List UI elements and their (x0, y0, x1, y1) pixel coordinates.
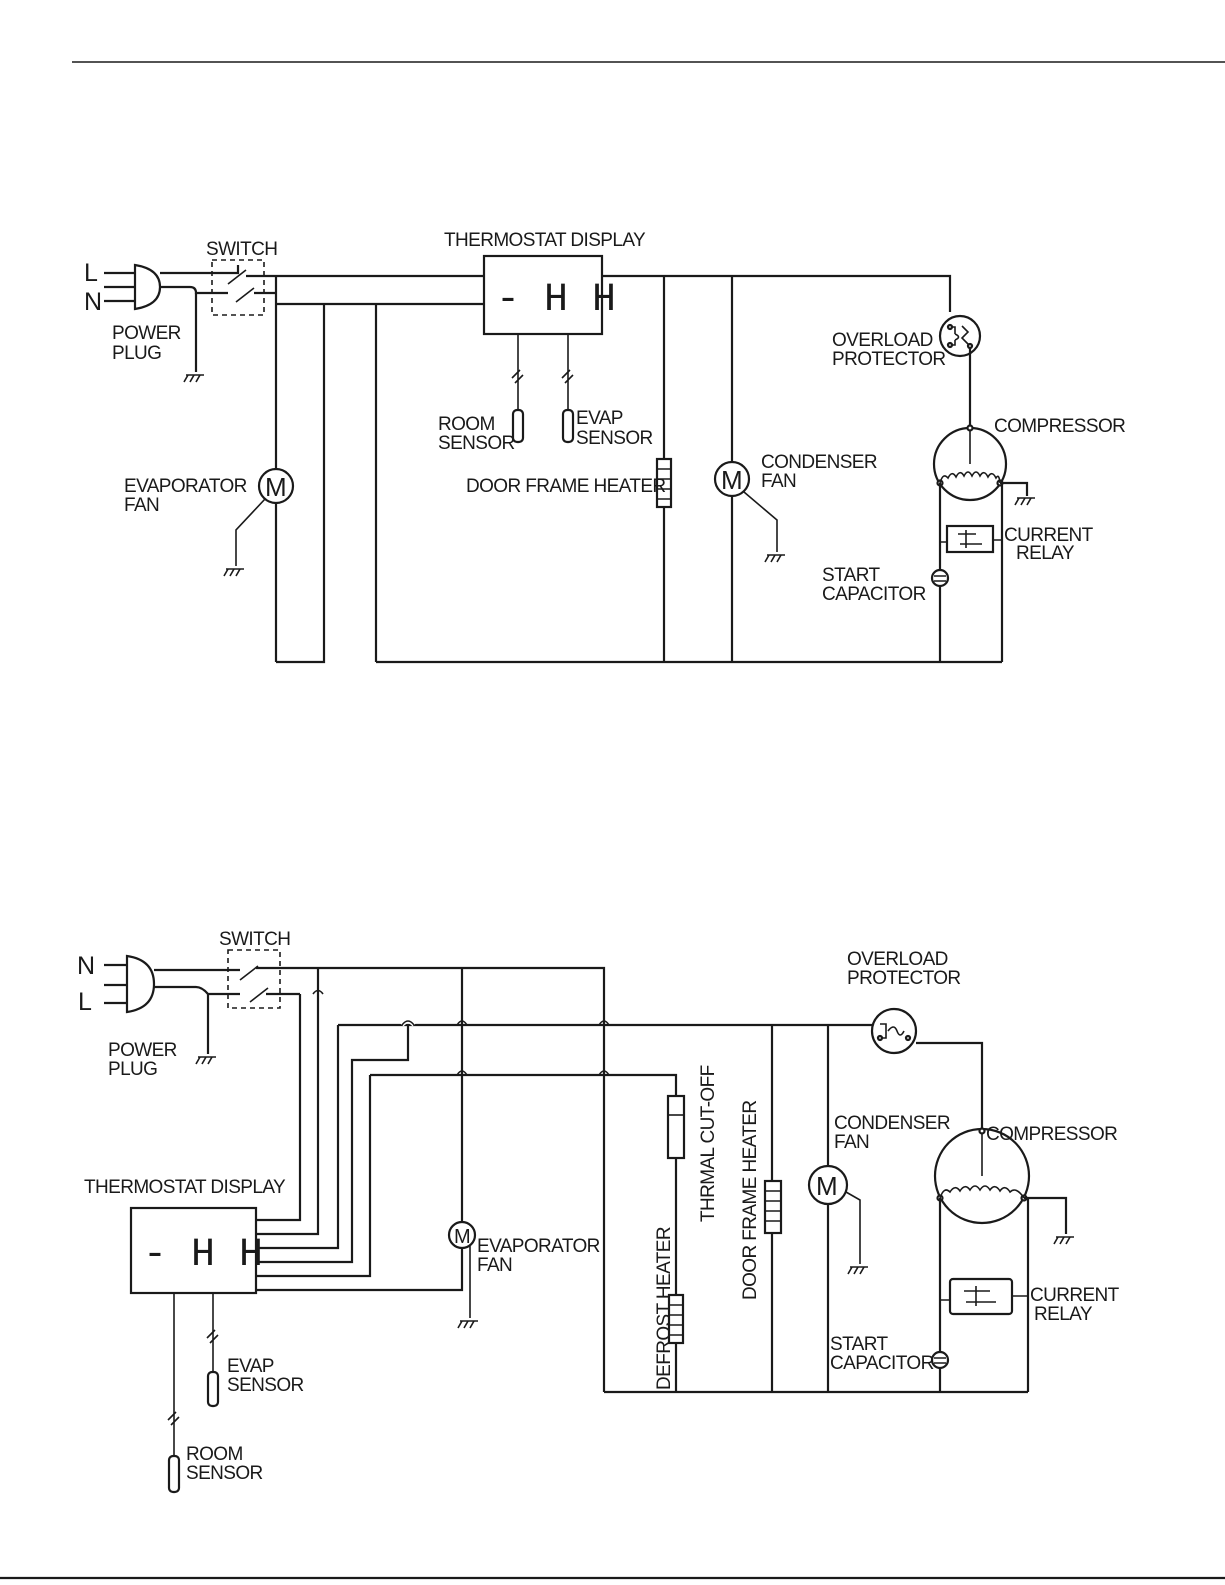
label-room-sensor-2b: SENSOR (186, 1463, 263, 1484)
ground-symbol (847, 1266, 868, 1275)
motor-label-1: M (265, 472, 287, 502)
overload-protector-2 (870, 1007, 918, 1055)
label-door-frame-heater-1: DOOR FRAME HEATER (466, 476, 666, 497)
label-n-1: N (84, 288, 102, 316)
room-sensor-1 (511, 408, 525, 444)
motor-label-2: M (454, 1226, 471, 1248)
label-room-sensor-2a: ROOM (186, 1444, 243, 1465)
label-compressor-2: COMPRESSOR (986, 1124, 1117, 1145)
label-start-capacitor-2a: START (830, 1334, 889, 1355)
label-room-sensor-1b: SENSOR (438, 433, 515, 454)
motor-label-1b: M (721, 465, 743, 495)
ground-symbol (1014, 497, 1035, 506)
label-condenser-fan-2a: CONDENSER (834, 1113, 950, 1134)
label-overload-protector-2a: OVERLOAD (847, 949, 948, 970)
label-thermal-cutoff-2: THRMAL CUT-OFF (698, 1065, 719, 1222)
label-switch-2: SWITCH (219, 929, 290, 950)
thermostat-display-2 (129, 1206, 258, 1295)
door-frame-heater-1 (655, 457, 673, 509)
evaporator-fan-motor-1 (257, 467, 295, 505)
motor-label-2b: M (816, 1171, 838, 1201)
label-evaporator-fan-2b: FAN (477, 1255, 512, 1276)
ground-symbol (457, 1320, 478, 1329)
ground-symbol (223, 568, 244, 577)
room-sensor-2 (167, 1454, 181, 1494)
label-current-relay-2a: CURRENT (1030, 1285, 1120, 1306)
label-condenser-fan-2b: FAN (834, 1132, 869, 1153)
display-digits-1: - H H (496, 278, 616, 323)
label-current-relay-1b: RELAY (1016, 543, 1075, 564)
label-power-plug-2a: POWER (108, 1040, 177, 1061)
label-power-plug-1b: PLUG (112, 343, 161, 364)
label-switch-1: SWITCH (206, 239, 277, 260)
display-digits-2: - H H (143, 1233, 263, 1278)
label-condenser-fan-1a: CONDENSER (761, 452, 877, 473)
ground-symbol (183, 374, 204, 383)
ground-symbol (195, 1056, 216, 1065)
label-room-sensor-1a: ROOM (438, 414, 495, 435)
label-power-plug-2b: PLUG (108, 1059, 157, 1080)
label-start-capacitor-1a: START (822, 565, 881, 586)
label-l-1: L (84, 259, 98, 287)
evaporator-fan-motor-2 (447, 1220, 477, 1250)
label-compressor-1: COMPRESSOR (994, 416, 1125, 437)
evap-sensor-2 (206, 1370, 220, 1408)
door-frame-heater-2 (763, 1179, 783, 1235)
label-thermostat-display-1: THERMOSTAT DISPLAY (444, 230, 646, 251)
thermal-cutoff-2 (666, 1094, 686, 1160)
start-capacitor-1 (930, 568, 950, 588)
thermostat-display-1 (482, 254, 604, 336)
ground-symbol (1053, 1236, 1074, 1245)
wiring-diagram-1: L N POWER PLUG SWITCH M (84, 230, 1126, 664)
label-current-relay-2b: RELAY (1034, 1304, 1093, 1325)
label-door-frame-heater-2: DOOR FRAME HEATER (740, 1100, 761, 1300)
label-overload-protector-2b: PROTECTOR (847, 968, 961, 989)
evap-sensor-1 (561, 408, 575, 444)
label-overload-protector-1a: OVERLOAD (832, 330, 933, 351)
label-l-2: L (78, 988, 92, 1016)
label-start-capacitor-1b: CAPACITOR (822, 584, 926, 605)
label-start-capacitor-2b: CAPACITOR (830, 1353, 934, 1374)
label-evap-sensor-2b: SENSOR (227, 1375, 304, 1396)
condenser-fan-motor-1 (713, 460, 751, 498)
wiring-diagram-2: N L POWER PLUG SWITCH (77, 929, 1120, 1494)
start-capacitor-2 (930, 1350, 950, 1370)
label-evap-sensor-2a: EVAP (227, 1356, 274, 1377)
current-relay-1 (945, 524, 995, 554)
label-evaporator-fan-1b: FAN (124, 495, 159, 516)
label-evap-sensor-1a: EVAP (576, 408, 623, 429)
switch-box-2 (227, 949, 281, 1009)
label-evap-sensor-1b: SENSOR (576, 428, 653, 449)
label-evaporator-fan-2a: EVAPORATOR (477, 1236, 600, 1257)
label-evaporator-fan-1a: EVAPORATOR (124, 476, 247, 497)
label-defrost-heater-2: DEFROST HEATER (654, 1227, 675, 1390)
label-thermostat-display-2: THERMOSTAT DISPLAY (84, 1177, 286, 1198)
power-plug-1 (104, 263, 162, 311)
label-current-relay-1a: CURRENT (1004, 525, 1094, 546)
label-condenser-fan-1b: FAN (761, 471, 796, 492)
current-relay-2 (948, 1277, 1014, 1316)
label-power-plug-1a: POWER (112, 323, 181, 344)
ground-symbol (764, 554, 785, 563)
overload-protector-1 (938, 314, 982, 358)
label-n-2: N (77, 952, 95, 980)
power-plug-2 (104, 954, 156, 1014)
label-overload-protector-1b: PROTECTOR (832, 349, 946, 370)
